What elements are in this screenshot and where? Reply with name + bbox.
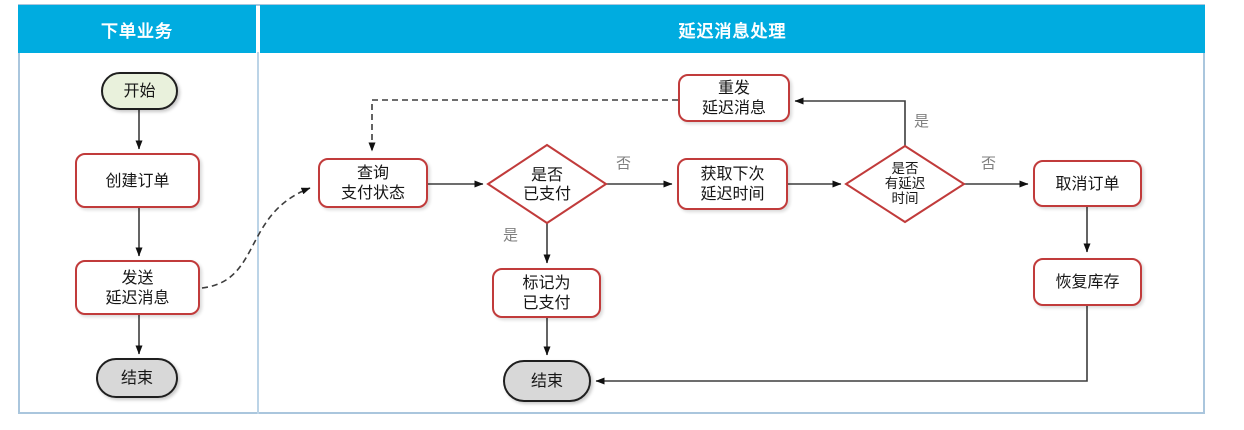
decision-has-delay-label: 是否 有延迟 时间 <box>884 161 926 207</box>
decision-has-delay-shape <box>844 144 966 224</box>
edge-send-delay-to-query-dashed <box>201 187 311 289</box>
node-send-delay-message: 发送 延迟消息 <box>75 260 200 315</box>
edge-resend-to-query-dashed <box>368 99 678 152</box>
lane-header-order-business: 下单业务 <box>18 5 256 53</box>
node-restore-stock: 恢复库存 <box>1033 258 1142 306</box>
edge-has-delay-yes-to-resend <box>794 97 906 146</box>
diagram-frame <box>18 4 1205 414</box>
lane2-title: 延迟消息处理 <box>678 21 787 42</box>
edge-label-has-delay-yes: 是 <box>914 112 930 130</box>
node-query-pay-status: 查询 支付状态 <box>318 158 428 208</box>
node-get-next-delay-time: 获取下次 延迟时间 <box>677 158 788 210</box>
lane-divider <box>257 52 259 414</box>
node-resend-delay-message: 重发 延迟消息 <box>678 74 790 122</box>
edge-label-is-paid-yes: 是 <box>503 226 519 244</box>
lane-header-delay-message-processing: 延迟消息处理 <box>260 5 1205 53</box>
node-cancel-order: 取消订单 <box>1033 160 1142 207</box>
node-mark-as-paid: 标记为 已支付 <box>492 268 601 318</box>
decision-is-paid-shape <box>486 143 608 225</box>
edge-label-has-delay-no: 否 <box>981 154 997 172</box>
node-create-order: 创建订单 <box>75 153 200 208</box>
node-end-left: 结束 <box>96 358 178 398</box>
edge-restore-to-end-right <box>595 306 1088 385</box>
decision-is-paid-label: 是否 已支付 <box>522 165 571 203</box>
node-start: 开始 <box>101 72 178 110</box>
lane1-title: 下单业务 <box>101 21 173 42</box>
edge-label-is-paid-no: 否 <box>616 154 632 172</box>
node-end-right: 结束 <box>503 360 591 402</box>
